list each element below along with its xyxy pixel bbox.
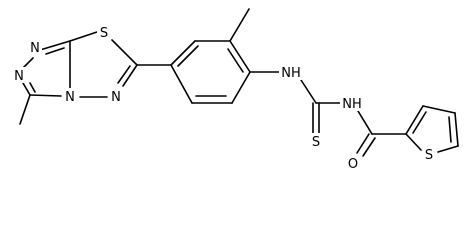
bond-triazole-methyl <box>19 94 31 125</box>
atom-n-thiadiazole: N <box>111 90 121 105</box>
bond-thiadiazole-s-c <box>111 39 138 66</box>
bond-thiophene-c2-c3-inner <box>412 111 427 134</box>
bond-phenyl-methyl <box>229 8 250 42</box>
atom-nh-aryl: NH <box>281 66 301 81</box>
bond-thiophene-c4-c5-inner <box>448 116 452 143</box>
atom-nh-acyl: NH <box>342 97 362 112</box>
bond-phenyl-1-2 <box>170 40 196 66</box>
bond-phenyl-3-4 <box>229 40 251 73</box>
atom-s-thiourea: S <box>312 135 320 150</box>
bond-nh-c-thiourea <box>300 79 317 104</box>
bonds <box>19 8 459 157</box>
bond-thiadiazole-c-n <box>122 64 138 87</box>
bond-triazole-n2-c3 <box>22 82 31 96</box>
bond-triazole-n1-c <box>39 40 71 51</box>
bond-thiophene-c2-c3 <box>405 105 424 135</box>
bond-thiophene-s-c2 <box>405 133 422 151</box>
bond-thiophene-c5-s <box>437 145 459 153</box>
bond-carbonyl-o-a <box>356 133 370 154</box>
molecule-canvas: N N N N S NH S NH O S <box>12 8 459 172</box>
bond-thiadiazole-c-n-inner <box>117 65 131 84</box>
bond-thiadiazole-c-s <box>69 31 98 42</box>
atom-labels: N N N N S NH S NH O S <box>12 24 436 172</box>
bond-triazole-c3-nbridge <box>29 94 62 97</box>
bond-phenyl-3-4-inner <box>227 48 244 73</box>
bond-phenyl-1-2-inner <box>177 45 199 67</box>
atom-n-triazole-left: N <box>14 69 24 84</box>
bond-nh-c-carbonyl <box>357 110 373 135</box>
bond-phenyl-6-1 <box>170 64 193 104</box>
bond-triazole-n1-n2 <box>22 57 34 69</box>
bond-thiophene-c3-c4 <box>422 105 456 114</box>
bond-phenyl-4-5 <box>231 71 251 104</box>
atom-s-thiophene: S <box>425 148 433 163</box>
bond-triazole-c-n-inner <box>45 47 65 55</box>
atom-n-triazole-top: N <box>30 41 40 56</box>
bond-thiophene-c4-c5 <box>454 112 459 147</box>
bond-carbonyl-o-b <box>362 137 376 157</box>
atom-n-bridge: N <box>65 90 75 105</box>
bond-triazole-n2-c3-inner <box>29 82 36 93</box>
atom-o-carbonyl: O <box>348 157 358 172</box>
atom-s-thiadiazole: S <box>100 26 108 41</box>
molecule-structure: N N N N S NH S NH O S <box>12 8 459 172</box>
